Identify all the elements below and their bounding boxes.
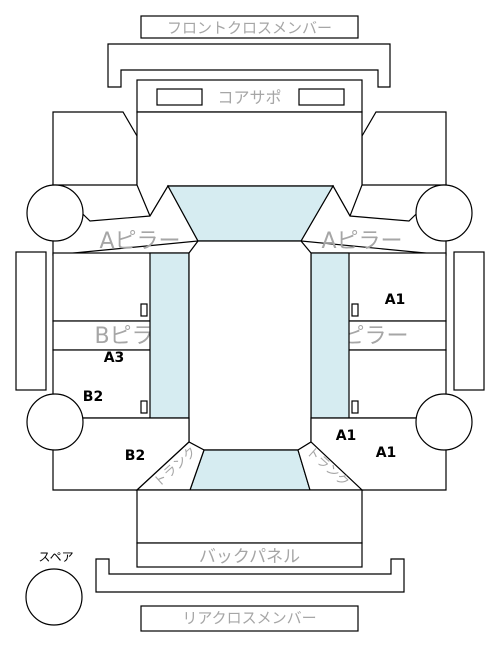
a-pillar-left-label: Aピラー [99, 229, 180, 254]
rear-window[interactable] [189, 449, 311, 491]
right-side-window[interactable] [310, 252, 350, 419]
grade-right-rear-quarter: A1 [376, 445, 397, 461]
spare-tyre[interactable] [25, 568, 83, 626]
right-front-fender[interactable] [361, 111, 447, 186]
right-front-door-handle [351, 303, 359, 317]
tyre-rear-right[interactable] [415, 393, 473, 451]
tyre-front-left[interactable] [26, 184, 84, 242]
rear-body[interactable] [136, 489, 363, 544]
grade-left-rear-quarter: B2 [125, 448, 145, 464]
front-cross-member-label: フロントクロスメンバー [167, 19, 332, 37]
tyre-rear-left[interactable] [26, 393, 84, 451]
a-pillar-right[interactable]: Aピラー [300, 183, 447, 256]
spare-label: スペア [38, 550, 73, 564]
left-rear-door-handle [140, 400, 148, 414]
grade-right-rear-door: A1 [336, 428, 357, 444]
rear-cross-member-label: リアクロスメンバー [182, 609, 316, 627]
rear-cross-member[interactable]: リアクロスメンバー [140, 605, 359, 632]
right-side-sill[interactable] [453, 251, 485, 391]
headlight-slot-right [298, 88, 345, 106]
back-panel[interactable]: バックパネル [136, 542, 363, 568]
left-front-door-handle [140, 303, 148, 317]
right-rear-door-handle [351, 400, 359, 414]
grade-left-rear-door-lower: B2 [83, 389, 103, 405]
tyre-front-right[interactable] [415, 184, 473, 242]
grade-left-rear-door-upper: A3 [104, 350, 125, 366]
back-panel-label: バックパネル [199, 547, 300, 567]
a-pillar-right-label: Aピラー [321, 229, 402, 254]
front-cross-member[interactable]: フロントクロスメンバー [140, 15, 359, 39]
rear-bumper-bracket[interactable] [95, 558, 405, 593]
grade-right-front-door: A1 [385, 292, 406, 308]
roof[interactable] [188, 240, 312, 451]
left-front-fender[interactable] [52, 111, 138, 186]
core-support[interactable]: コアサポ [136, 79, 363, 113]
core-support-label: コアサポ [217, 88, 281, 107]
front-bumper-bracket[interactable] [107, 43, 391, 88]
left-side-sill[interactable] [15, 251, 47, 391]
left-side-window[interactable] [149, 252, 190, 419]
headlight-slot-left [156, 88, 203, 106]
